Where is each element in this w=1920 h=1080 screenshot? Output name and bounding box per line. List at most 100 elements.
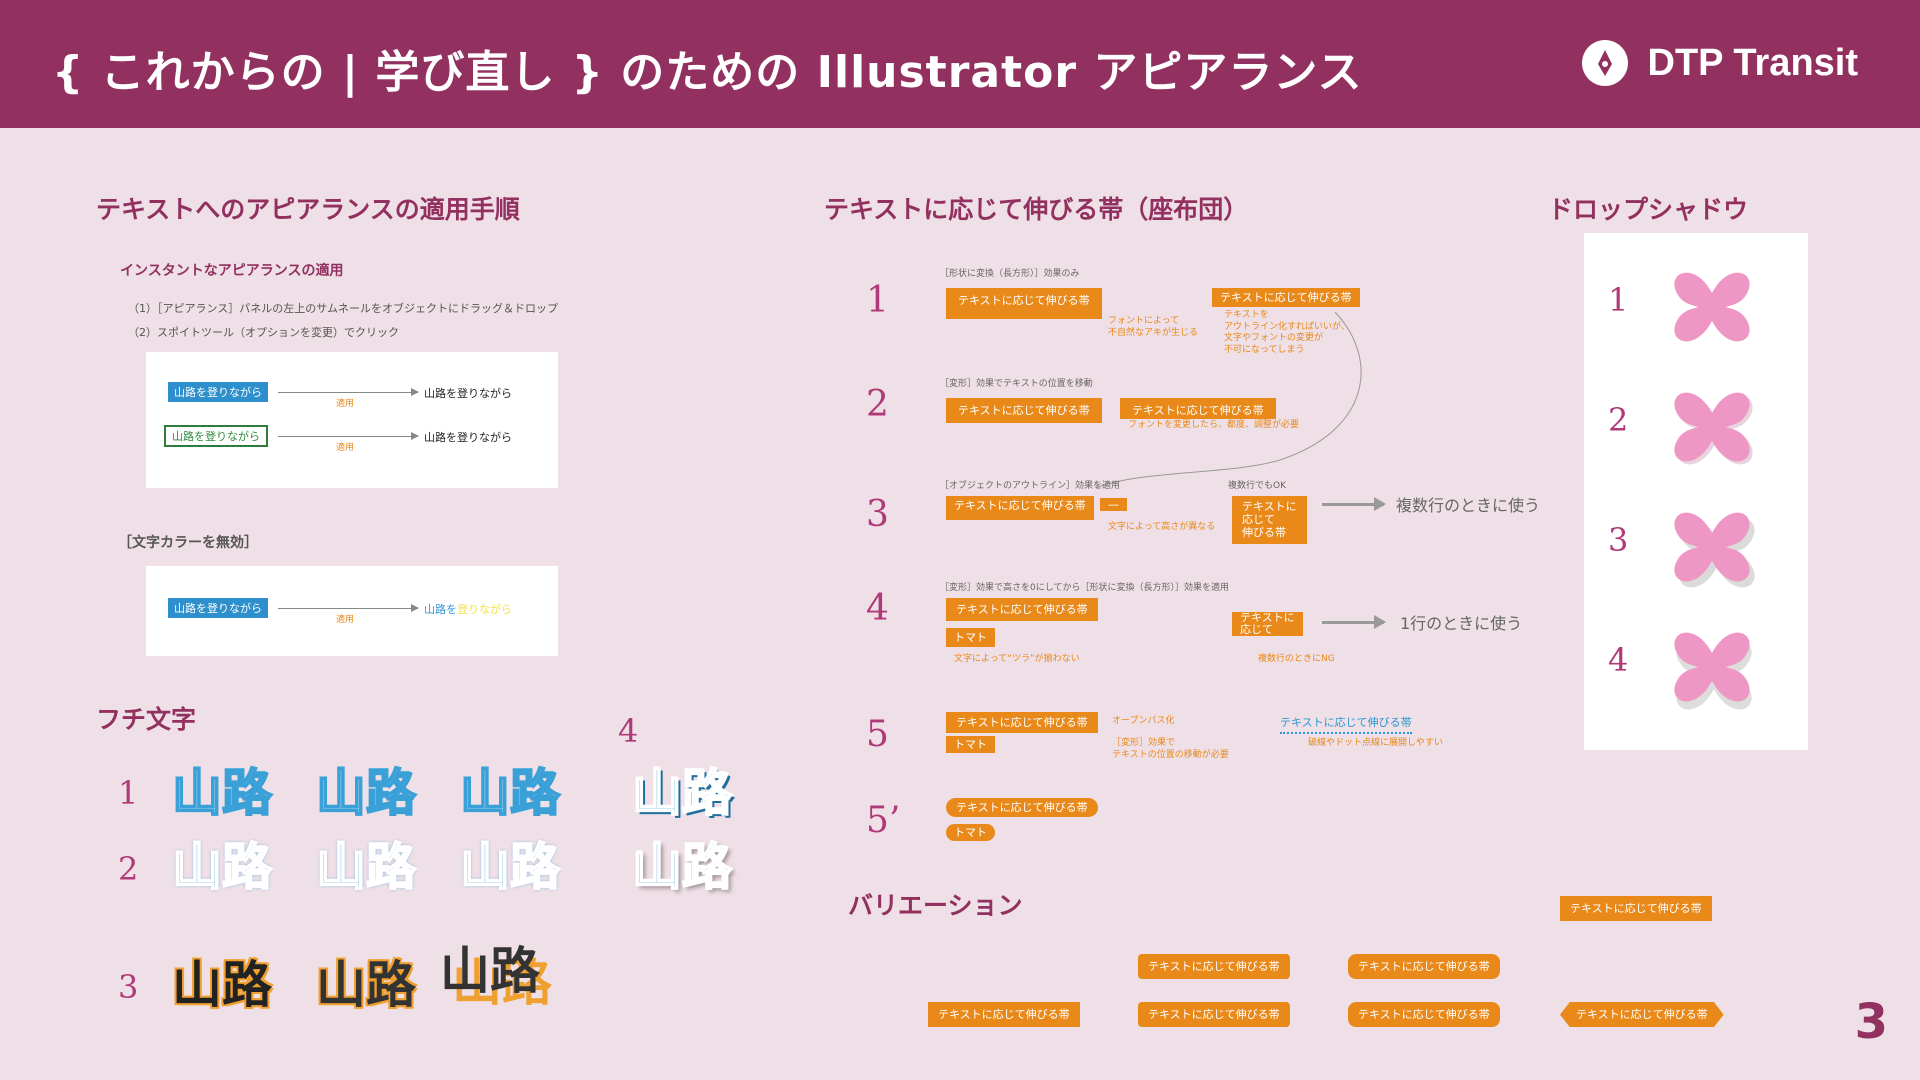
apply-arrow-3	[278, 604, 419, 612]
obi-r4-note: 文字によって“ツラ”が揃わない	[954, 654, 1080, 664]
apply-label-2: 適用	[336, 443, 355, 453]
result-text-1: 山路を登りながら	[424, 387, 512, 400]
obi-r3-arrow	[1322, 497, 1386, 511]
result-text-2: 山路を登りながら	[424, 431, 512, 444]
brand-name: DTP Transit	[1647, 41, 1858, 84]
obi-r3-band: テキストに応じて伸びる帯	[946, 496, 1094, 521]
flower-shape-4-icon	[1674, 632, 1752, 710]
obi-r4-arrow	[1322, 615, 1386, 629]
obi-r4-multi-note: 複数行のときにNG	[1258, 654, 1335, 664]
obi-r5-dotted: テキストに応じて伸びる帯	[1280, 714, 1412, 734]
page-number: 3	[1854, 994, 1888, 1050]
variation-band-5: テキストに応じて伸びる帯	[1138, 1002, 1290, 1028]
obi-r5-dotted-note: 破線やドット点線に展開しやすい	[1308, 738, 1443, 748]
variation-band-7: テキストに応じて伸びる帯	[1560, 1002, 1724, 1028]
obi-r3-multi-band: テキストに 応じて 伸びる帯	[1232, 496, 1307, 544]
obi-row-num-4: 4	[866, 588, 889, 629]
flower-shape-1-icon	[1674, 272, 1750, 342]
obi-r4-tomato: トマト	[946, 628, 995, 648]
obi-row-num-5b: 5’	[866, 800, 901, 841]
fuchi-2b: 山路	[315, 838, 417, 896]
obi-r5-band: テキストに応じて伸びる帯	[946, 712, 1098, 734]
obi-row-num-5: 5	[866, 714, 889, 755]
variation-section-title: バリエーション	[848, 891, 1023, 920]
brand-logo-icon	[1581, 40, 1628, 86]
header-bar: { これからの | 学び直し } のための Illustrator アピアランス…	[0, 0, 1920, 128]
obi-row-num-1: 1	[866, 280, 889, 321]
fuchi-1c: 山路	[459, 764, 561, 822]
step-2-text: （2）スポイトツール（オプションを変更）でクリック	[128, 326, 399, 339]
page-title: { これからの | 学び直し } のための Illustrator アピアランス	[52, 47, 1363, 98]
flower-shape-3-icon	[1674, 512, 1755, 588]
variation-band-4: テキストに応じて伸びる帯	[928, 1002, 1080, 1028]
fuchi-2c: 山路	[459, 838, 561, 896]
obi-r5-tomato: トマト	[946, 736, 995, 754]
fuchi-num-3: 3	[118, 968, 139, 1006]
obi-r2-caption: ［変形］効果でテキストの位置を移動	[940, 379, 1093, 389]
fuchi-num-1: 1	[118, 774, 139, 812]
obi-r4-band: テキストに応じて伸びる帯	[946, 598, 1098, 622]
apply-label-3: 適用	[336, 615, 355, 625]
drop-num-3: 3	[1608, 521, 1629, 559]
apply-section-title: テキストへのアピアランスの適用手順	[96, 195, 520, 224]
drop-section-title: ドロップシャドウ	[1548, 195, 1749, 224]
step-1-text: （1）［アピアランス］パネルの左上のサムネールをオブジェクトにドラッグ＆ドロップ	[128, 302, 559, 315]
fuchi-3a: 山路	[172, 956, 272, 1014]
sample-chip-blue: 山路を登りながら	[168, 382, 268, 402]
obi-r1-band-a: テキストに応じて伸びる帯	[946, 288, 1102, 320]
apply-arrow-2	[278, 432, 419, 440]
fuchi-3c-shadow: 山路	[452, 954, 552, 1012]
drop-shadow-panel: 1 2 3 4	[1584, 233, 1808, 750]
fuchi-1a: 山路	[171, 764, 273, 822]
obi-r5-note-b: ［変形］効果で テキストの位置の移動が必要	[1112, 738, 1229, 760]
obi-r5-note-a: オープンパス化	[1112, 716, 1175, 726]
fuchi-num-2: 2	[118, 850, 139, 888]
obi-row-num-2: 2	[866, 384, 889, 425]
obi-r3-caption: ［オブジェクトのアウトライン］効果を適用	[940, 481, 1121, 491]
obi-r2-band-b: テキストに応じて伸びる帯	[1120, 398, 1276, 420]
obi-r1-note-b: テキストを アウトライン化すればいいが、 文字やフォントの変更が 不可になってし…	[1224, 310, 1350, 356]
instant-apply-subtitle: インスタントなアピアランスの適用	[120, 263, 344, 279]
apply-arrow-1	[278, 388, 419, 396]
obi-r2-band-a: テキストに応じて伸びる帯	[946, 398, 1102, 424]
fuchi-num-4: 4	[618, 712, 639, 750]
fuchi-2a: 山路	[171, 838, 273, 896]
obi-section-title: テキストに応じて伸びる帯（座布団）	[824, 195, 1249, 224]
result-text-3: 山路を登りながら	[424, 601, 512, 617]
obi-r4-use: 1行のときに使う	[1400, 614, 1523, 633]
obi-r1-band-b: テキストに応じて伸びる帯	[1212, 288, 1360, 308]
obi-r2-note: フォントを変更したら、都度、調整が必要	[1128, 420, 1300, 430]
disable-example-panel: 山路を登りながら 適用 山路を登りながら	[146, 566, 558, 656]
drop-num-1: 1	[1608, 281, 1629, 319]
fuchi-3c: 山路	[440, 942, 540, 1000]
variation-band-3: テキストに応じて伸びる帯	[1348, 954, 1500, 980]
obi-row-num-3: 3	[866, 494, 889, 535]
fuchi-section-title: フチ文字	[96, 705, 197, 734]
obi-r3-use: 複数行のときに使う	[1396, 496, 1541, 515]
flower-shape-2-icon	[1674, 392, 1753, 465]
obi-r5b-tomato: トマト	[946, 824, 995, 842]
obi-r4-multi-band: テキストに 応じて 伸びる帯	[1232, 612, 1303, 636]
drop-num-2: 2	[1608, 401, 1629, 439]
obi-r1-caption: ［形状に変換（長方形）］効果のみ	[940, 269, 1080, 279]
obi-r3-note: 文字によって高さが異なる	[1108, 522, 1216, 532]
obi-r4-caption: ［変形］効果で高さを0にしてから［形状に変換（長方形）］効果を適用	[940, 583, 1229, 593]
disable-color-heading: ［文字カラーを無効］	[118, 535, 258, 551]
fuchi-4a: 山路	[631, 764, 733, 822]
apply-label-1: 適用	[336, 399, 355, 409]
result-text-3b: 登りながら	[457, 603, 512, 616]
variation-band-6: テキストに応じて伸びる帯	[1348, 1002, 1500, 1028]
apply-example-panel: 山路を登りながら 適用 山路を登りながら 山路を登りながら 適用 山路を登りなが…	[146, 352, 558, 488]
variation-band-1: テキストに応じて伸びる帯	[1560, 896, 1712, 922]
sample-chip-blue-2: 山路を登りながら	[168, 598, 268, 618]
drop-num-4: 4	[1608, 641, 1629, 679]
result-text-3a: 山路を	[424, 603, 457, 616]
obi-curve-connector	[1095, 311, 1362, 489]
variation-band-2: テキストに応じて伸びる帯	[1138, 954, 1290, 980]
brand: DTP Transit	[1581, 40, 1858, 86]
obi-r3-dash: —	[1100, 498, 1127, 512]
obi-r1-note-a: フォントによって 不自然なアキが生じる	[1108, 316, 1199, 338]
obi-r3-multi-caption: 複数行でもOK	[1228, 481, 1286, 491]
fuchi-3b: 山路	[316, 956, 416, 1014]
fuchi-4b: 山路	[631, 838, 733, 896]
